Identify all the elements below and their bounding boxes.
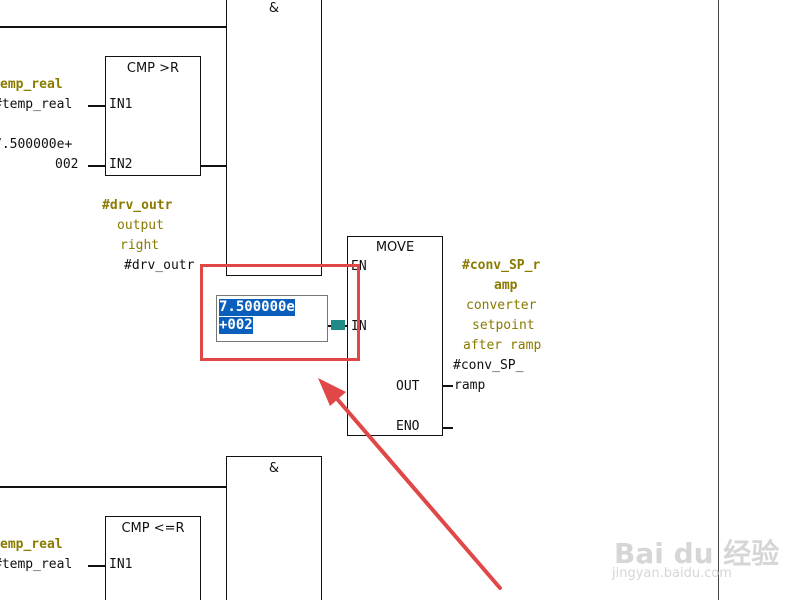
drv-outr-comment-line1: output	[117, 218, 164, 233]
move-out-stub	[443, 385, 453, 387]
cmp-gt-in1-label: IN1	[109, 97, 133, 112]
cmp-gt-in2-operand-line2[interactable]: 002	[55, 157, 79, 172]
move-in-edit-line1: 7.500000e	[219, 299, 295, 316]
cmp-gt-in2-stub	[88, 165, 105, 167]
and-block-top[interactable]: &	[226, 0, 322, 276]
conv-sp-operand-line1[interactable]: #conv_SP_	[453, 358, 524, 373]
wire-cmp-gt-to-and	[201, 165, 227, 167]
cmp-gt-in2-label: IN2	[109, 157, 133, 172]
move-in-edit-field[interactable]: 7.500000e +002	[216, 295, 328, 342]
cmp-le-in1-symbol: emp_real	[0, 537, 63, 552]
conv-sp-operand-line2[interactable]: ramp	[454, 378, 486, 393]
cmp-le-in1-stub	[88, 565, 105, 567]
wire-bottom-and-input	[0, 486, 228, 488]
drv-outr-operand[interactable]: #drv_outr	[124, 258, 195, 273]
move-title: MOVE	[375, 240, 415, 255]
move-eno-label: ENO	[396, 419, 420, 434]
move-eno-stub	[443, 427, 453, 429]
cmp-le-in1-label: IN1	[109, 557, 133, 572]
cmp-gt-in1-symbol: emp_real	[0, 77, 63, 92]
conv-sp-comment-line3: after ramp	[463, 338, 542, 353]
cmp-gt-in1-stub	[88, 105, 105, 107]
drag-cursor-icon	[331, 320, 345, 330]
cmp-gt-in2-operand-line1[interactable]: 7.500000e+	[0, 137, 73, 152]
conv-sp-symbol-line1: #conv_SP_r	[462, 258, 541, 273]
wire-top-and-input	[0, 26, 228, 28]
conv-sp-symbol-line2: amp	[494, 278, 518, 293]
and-block-title: &	[268, 1, 280, 16]
right-rail	[718, 0, 719, 600]
watermark-url: jingyan.baidu.com	[612, 566, 732, 581]
drv-outr-comment-line2: right	[120, 238, 160, 253]
cmp-gt-title: CMP >R	[126, 61, 180, 76]
and-block-bottom-title: &	[268, 461, 280, 476]
watermark-logo: Bai du 经验	[614, 537, 780, 570]
and-block-bottom[interactable]: &	[226, 456, 322, 600]
cmp-le-block[interactable]: CMP <=R IN1	[105, 516, 201, 600]
conv-sp-comment-line1: converter	[466, 298, 537, 313]
move-block[interactable]: MOVE EN IN OUT ENO	[347, 236, 443, 436]
move-in-edit-line2: +002	[219, 317, 253, 334]
highlight-rectangle	[200, 264, 360, 361]
cmp-le-title: CMP <=R	[121, 521, 185, 536]
cmp-gt-in1-operand[interactable]: #temp_real	[0, 97, 73, 112]
conv-sp-comment-line2: setpoint	[472, 318, 535, 333]
cmp-le-in1-operand[interactable]: #temp_real	[0, 557, 73, 572]
drv-outr-symbol: #drv_outr	[102, 198, 173, 213]
cmp-gt-block[interactable]: CMP >R IN1 IN2	[105, 56, 201, 176]
move-out-label: OUT	[396, 379, 420, 394]
